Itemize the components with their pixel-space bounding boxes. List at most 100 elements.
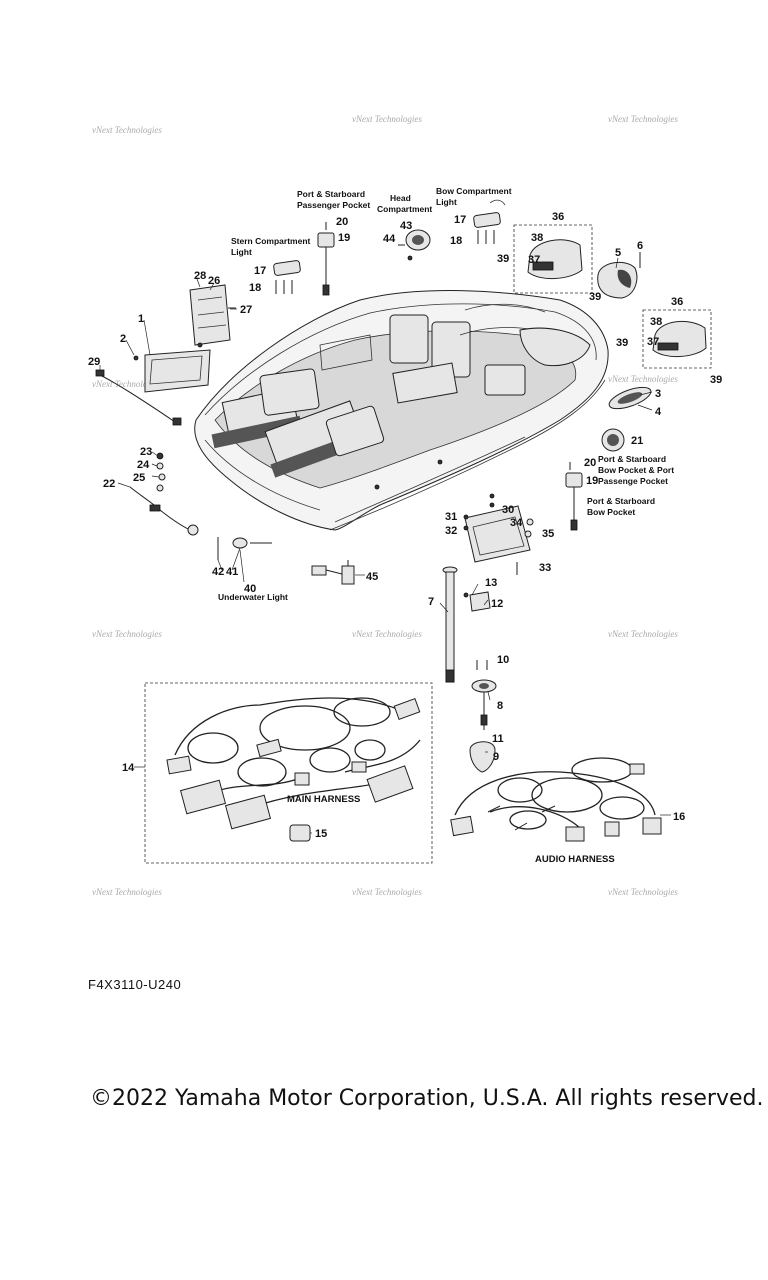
head-compartment-light [398,229,431,261]
callout-14: 14 [122,762,135,774]
callout-28: 28 [194,270,206,282]
callout-17-stern: 17 [254,265,266,277]
bow-pocket-light-2 [565,462,583,531]
callout-42: 42 [212,566,224,578]
label-passenger-pocket-line1: Port & Starboard [297,189,365,199]
label-head-compartment-line2: Compartment [377,204,432,214]
copyright-notice: ©2022 Yamaha Motor Corporation, U.S.A. A… [90,1086,764,1111]
watermark-text: vNext Technologies [608,887,678,897]
watermark-text: vNext Technologies [608,629,678,639]
callout-33: 33 [539,562,551,574]
underwater-light [217,537,272,560]
control-unit [463,493,534,575]
callout-5: 5 [615,247,621,259]
callout-13: 13 [485,577,497,589]
label-stern-compartment-line2: Light [231,247,252,257]
speaker-assembly-lower [642,309,712,369]
label-underwater-light: Underwater Light [218,592,288,602]
callout-25: 25 [133,472,145,484]
callout-21: 21 [631,435,643,447]
callout-9: 9 [493,751,499,763]
callout-44: 44 [383,233,396,245]
watermark-text: vNext Technologies [92,887,162,897]
callout-39-d: 39 [710,374,722,386]
label-bow-pocket-passenge-line2: Bow Pocket & Port [598,465,674,475]
callout-41: 41 [226,566,238,578]
bow-compartment-light [473,199,506,244]
callout-18-stern: 18 [249,282,261,294]
light-pole [442,566,458,683]
label-head-compartment-line1: Head [390,193,411,203]
location-labels: Port & Starboard Passenger Pocket Head C… [218,186,674,865]
watermark-text: vNext Technologies [92,629,162,639]
callout-26: 26 [208,275,220,287]
callout-39-b: 39 [589,291,601,303]
diagram-code: F4X3110-U240 [88,977,182,992]
watermarks: vNext Technologies vNext Technologies vN… [92,114,678,897]
callout-17-bow: 17 [454,214,466,226]
watermark-text: vNext Technologies [92,379,162,389]
callout-38-upper: 38 [531,232,543,244]
passenger-pocket-light [317,222,335,296]
callout-24: 24 [137,459,150,471]
watermark-text: vNext Technologies [92,125,162,135]
control-box [189,284,236,346]
callout-40: 40 [244,583,256,595]
grille-cover [608,386,652,410]
callout-30: 30 [502,504,514,516]
callout-36-upper: 36 [552,211,564,223]
callout-43: 43 [400,220,412,232]
callout-3: 3 [655,388,661,400]
callout-7: 7 [428,596,434,608]
label-bow-compartment-line2: Light [436,197,457,207]
main-harness [144,682,433,864]
speaker-assembly-upper [513,224,593,294]
callout-18-bow: 18 [450,235,462,247]
callout-35: 35 [542,528,554,540]
callout-38-lower: 38 [650,316,662,328]
callout-29: 29 [88,356,100,368]
callout-31: 31 [445,511,457,523]
pole-socket [469,660,497,773]
callouts: 1 2 3 4 5 6 7 8 9 10 11 12 13 14 15 16 1… [88,211,722,840]
watermark-text: vNext Technologies [352,629,422,639]
callout-8: 8 [497,700,503,712]
callout-23: 23 [140,446,152,458]
callout-6: 6 [637,240,643,252]
label-bow-pocket-passenge-line3: Passenge Pocket [598,476,668,486]
label-bow-compartment-line1: Bow Compartment [436,186,512,196]
audio-harness [450,757,662,842]
pole-bracket [463,591,491,612]
watermark-text: vNext Technologies [608,374,678,384]
callout-37-upper: 37 [528,254,540,266]
callout-16: 16 [673,811,685,823]
callout-10: 10 [497,654,509,666]
callout-19-passenger: 19 [338,232,350,244]
label-bow-pocket-passenge-line1: Port & Starboard [598,454,666,464]
boat-hull [194,290,609,531]
watermark-text: vNext Technologies [352,887,422,897]
callout-15: 15 [315,828,327,840]
callout-19-bow: 19 [586,475,598,487]
mounting-bracket [133,342,211,393]
callout-20-passenger: 20 [336,216,348,228]
sensor-lead [129,452,199,536]
callout-27: 27 [240,304,252,316]
watermark-text: vNext Technologies [608,114,678,124]
callout-2: 2 [120,333,126,345]
callout-11: 11 [492,733,504,745]
callout-32: 32 [445,525,457,537]
label-passenger-pocket-line2: Passenger Pocket [297,200,370,210]
label-audio-harness: AUDIO HARNESS [535,854,615,865]
stern-compartment-light [273,260,301,294]
callout-4: 4 [655,406,662,418]
label-bow-pocket-line1: Port & Starboard [587,496,655,506]
bow-pocket-light [601,428,625,452]
callout-34: 34 [510,517,523,529]
callout-1: 1 [138,313,144,325]
label-bow-pocket-line2: Bow Pocket [587,507,635,517]
label-main-harness: MAIN HARNESS [287,794,360,805]
callout-12: 12 [491,598,503,610]
speaker-cover [597,252,641,299]
